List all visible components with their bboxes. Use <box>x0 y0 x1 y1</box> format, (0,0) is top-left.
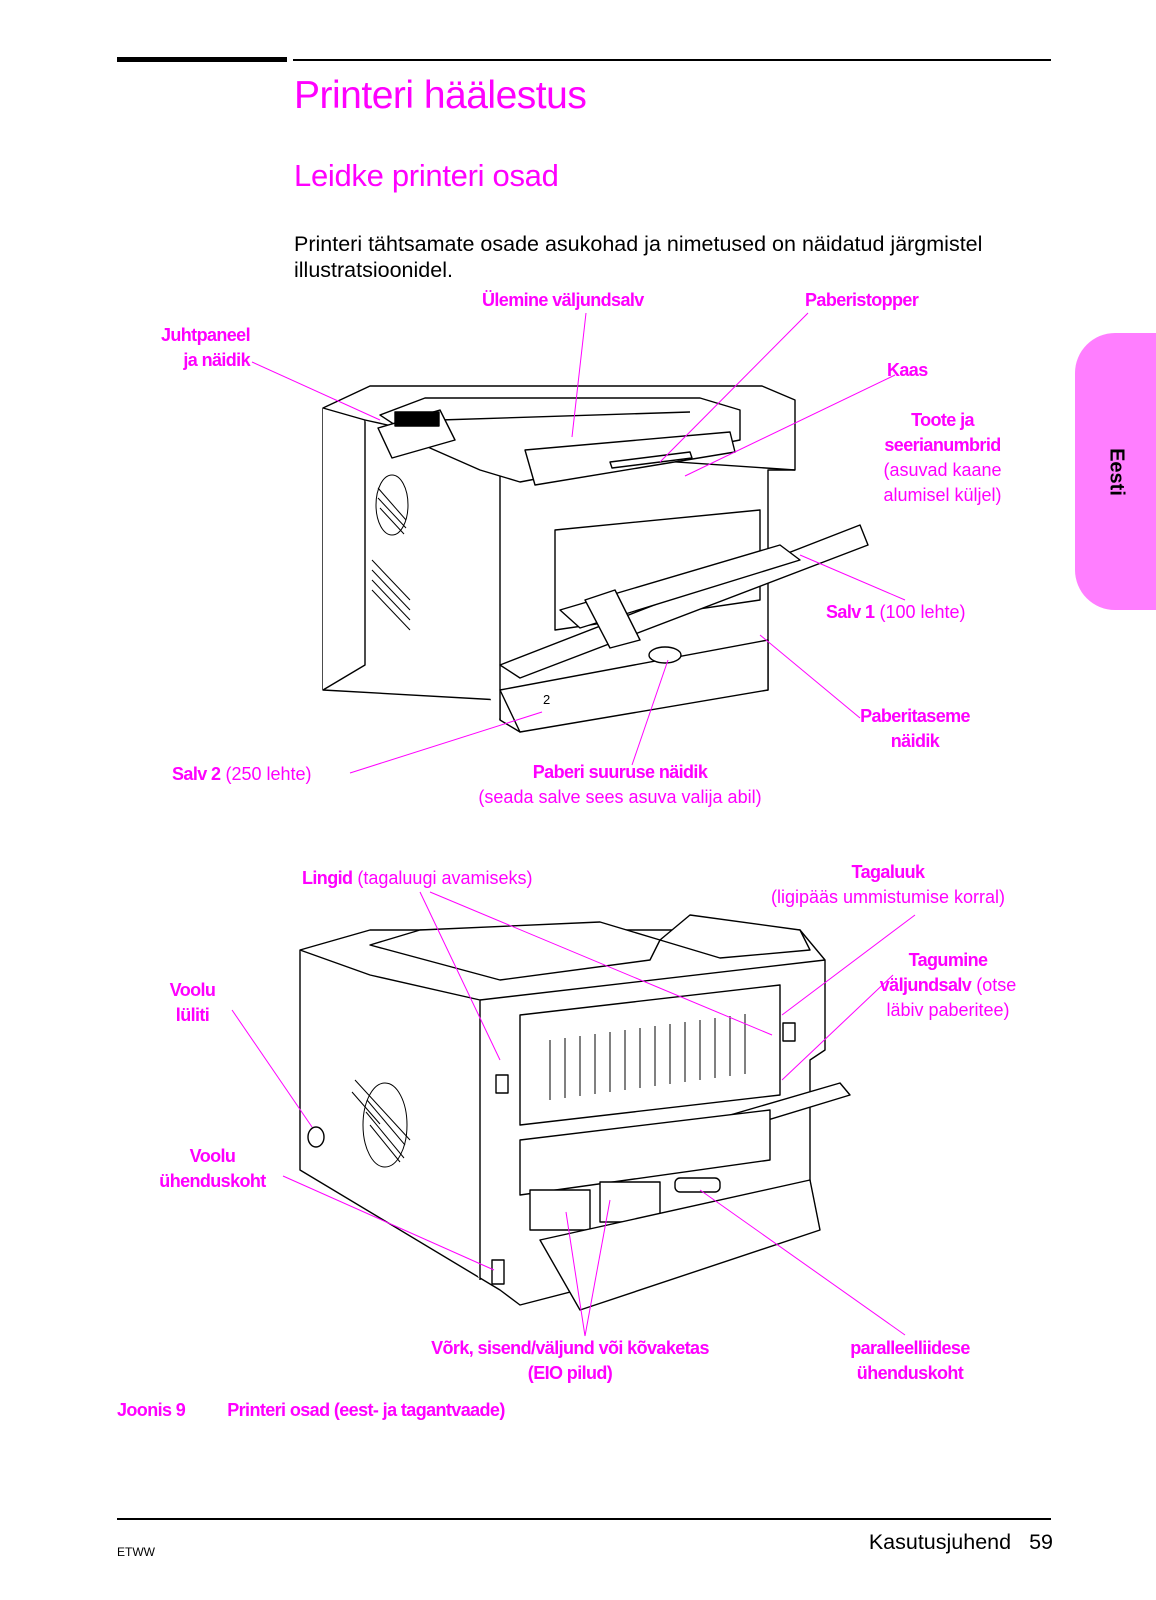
tray2-number: 2 <box>543 692 550 707</box>
label-serial-line2: seerianumbrid <box>884 435 1001 455</box>
page-number: 59 <box>1029 1530 1053 1554</box>
label-paper-size-indicator: Paberi suuruse näidik (seada salve sees … <box>440 760 800 810</box>
label-tray1: Salv 1 (100 lehte) <box>826 600 966 625</box>
label-tray1-note: (100 lehte) <box>874 602 966 622</box>
section-title: Leidke printeri osad <box>294 158 559 193</box>
label-tray1-name: Salv 1 <box>826 602 875 622</box>
label-cover: Kaas <box>887 360 928 380</box>
intro-paragraph: Printeri tähtsamate osade asukohad ja ni… <box>294 232 983 282</box>
label-rear-bin-line2a: väljundsalv <box>879 975 972 995</box>
label-eio-line2: (EIO pilud) <box>527 1363 613 1383</box>
page-title: Printeri häälestus <box>294 74 587 117</box>
label-latches-name: Lingid <box>302 868 353 888</box>
label-latches-note: (tagaluugi avamiseks) <box>352 868 533 888</box>
label-rear-bin-line1: Tagumine <box>908 950 988 970</box>
front-printer-drawing: 2 <box>322 385 869 733</box>
label-rear-output-bin: Tagumine väljundsalv (otse läbiv paberit… <box>858 948 1038 1023</box>
label-paper-level-line2: näidik <box>890 731 940 751</box>
figure-caption: Joonis 9 Printeri osad (eest- ja tagantva… <box>117 1400 505 1421</box>
label-control-panel-line2: ja näidik <box>183 350 250 370</box>
label-size-ind-line1: Paberi suuruse näidik <box>532 762 708 782</box>
label-control-panel-line1: Juhtpaneel <box>160 325 251 345</box>
footer-manual-name: Kasutusjuhend <box>868 1530 1012 1554</box>
rear-printer-drawing <box>299 914 851 1311</box>
label-rear-door-line1: Tagaluuk <box>851 862 925 882</box>
label-rear-door: Tagaluuk (ligipääs ummistumise korral) <box>738 860 1038 910</box>
label-parallel-line1: paralleelliidese <box>850 1338 970 1358</box>
label-rear-bin-line2b: (otse <box>971 975 1017 995</box>
language-tab: Eesti <box>1075 333 1156 610</box>
figure-caption-text: Printeri osad (eest- ja tagantvaade) <box>227 1400 505 1420</box>
label-control-panel: Juhtpaneel ja näidik <box>120 323 251 373</box>
footer-rule <box>117 1518 1051 1520</box>
label-power-conn-line1: Voolu <box>189 1146 236 1166</box>
footer-right: Kasutusjuhend 59 <box>869 1530 1053 1555</box>
label-rear-bin-line3: läbiv paberitee) <box>886 1000 1010 1020</box>
header-rule-thick <box>117 57 287 62</box>
label-power-connector: Voolu ühenduskoht <box>140 1144 285 1194</box>
label-tray2-note: (250 lehte) <box>220 764 312 784</box>
label-latches: Lingid (tagaluugi avamiseks) <box>302 866 532 891</box>
label-eio-slots: Võrk, sisend/väljund või kõvaketas (EIO … <box>385 1336 755 1386</box>
label-parallel-line2: ühenduskoht <box>856 1363 964 1383</box>
label-rear-door-line2: (ligipääs ummistumise korral) <box>770 887 1006 907</box>
label-power-switch-line2: lüliti <box>175 1005 210 1025</box>
label-upper-output-bin: Ülemine väljundsalv <box>482 290 644 310</box>
footer-left: ETWW <box>117 1545 155 1559</box>
label-paper-stop: Paberistopper <box>805 290 919 310</box>
label-power-switch: Voolu lüliti <box>150 978 235 1028</box>
header-rule-thin <box>293 59 1051 61</box>
label-tray2-name: Salv 2 <box>172 764 221 784</box>
label-serial-line3: (asuvad kaane <box>883 460 1002 480</box>
label-parallel-connector: paralleelliidese ühenduskoht <box>825 1336 995 1386</box>
label-paper-level: Paberitaseme näidik <box>840 704 990 754</box>
label-tray2: Salv 2 (250 lehte) <box>172 762 312 787</box>
label-eio-line1: Võrk, sisend/väljund või kõvaketas <box>431 1338 709 1358</box>
label-serial-numbers: Toote ja seerianumbrid (asuvad kaane alu… <box>860 408 1025 508</box>
label-size-ind-line2: (seada salve sees asuva valija abil) <box>478 787 762 807</box>
figure-number: Joonis 9 <box>117 1400 186 1420</box>
callout-lines <box>231 312 916 1337</box>
label-paper-level-line1: Paberitaseme <box>860 706 970 726</box>
label-serial-line4: alumisel küljel) <box>883 485 1002 505</box>
label-power-switch-line1: Voolu <box>169 980 216 1000</box>
label-power-conn-line2: ühenduskoht <box>159 1171 266 1191</box>
label-serial-line1: Toote ja <box>911 410 974 430</box>
